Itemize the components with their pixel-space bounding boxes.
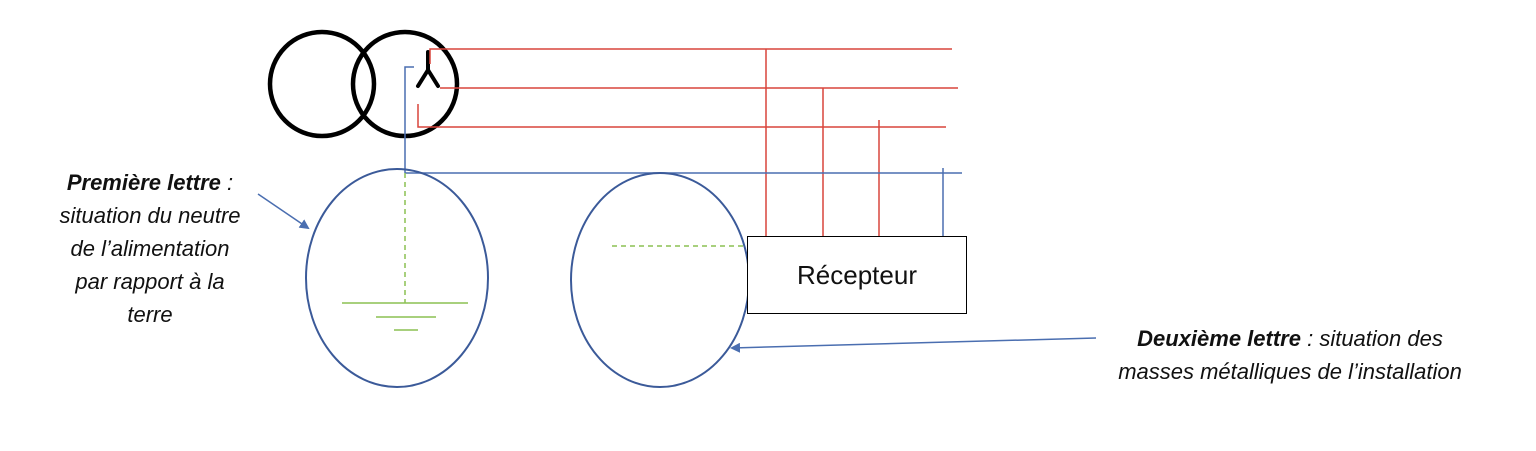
earth-conductors xyxy=(404,173,747,303)
earth-ground-icon xyxy=(342,302,468,331)
first-letter-heading: Première lettre : xyxy=(66,170,234,195)
second-letter-heading: Deuxième lettre : situation des xyxy=(1137,326,1443,351)
phase-conductors xyxy=(417,48,958,236)
first-letter-arrow xyxy=(257,193,310,230)
wye-connection-icon xyxy=(416,50,440,88)
first-letter-annotation: Première lettre : situation du neutre de… xyxy=(20,166,280,331)
first-letter-line: par rapport à la xyxy=(75,269,225,294)
first-letter-highlight xyxy=(305,168,489,388)
second-letter-title: Deuxième lettre xyxy=(1137,326,1301,351)
neutral-conductor xyxy=(404,66,962,236)
transformer-primary-winding xyxy=(267,29,377,139)
first-letter-title: Première lettre xyxy=(66,170,221,195)
phase-line-3 xyxy=(417,104,946,128)
first-letter-line: de l’alimentation xyxy=(70,236,230,261)
second-letter-arrow xyxy=(730,337,1097,353)
second-letter-highlight xyxy=(570,172,750,388)
receiver-label: Récepteur xyxy=(797,259,917,290)
first-letter-line: situation du neutre xyxy=(59,203,241,228)
second-letter-line: masses métalliques de l’installation xyxy=(1118,359,1462,384)
phase-line-1 xyxy=(429,48,952,64)
receiver-box: Récepteur xyxy=(747,236,967,314)
first-letter-line: terre xyxy=(127,302,173,327)
second-letter-annotation: Deuxième lettre : situation des masses m… xyxy=(1060,322,1520,388)
